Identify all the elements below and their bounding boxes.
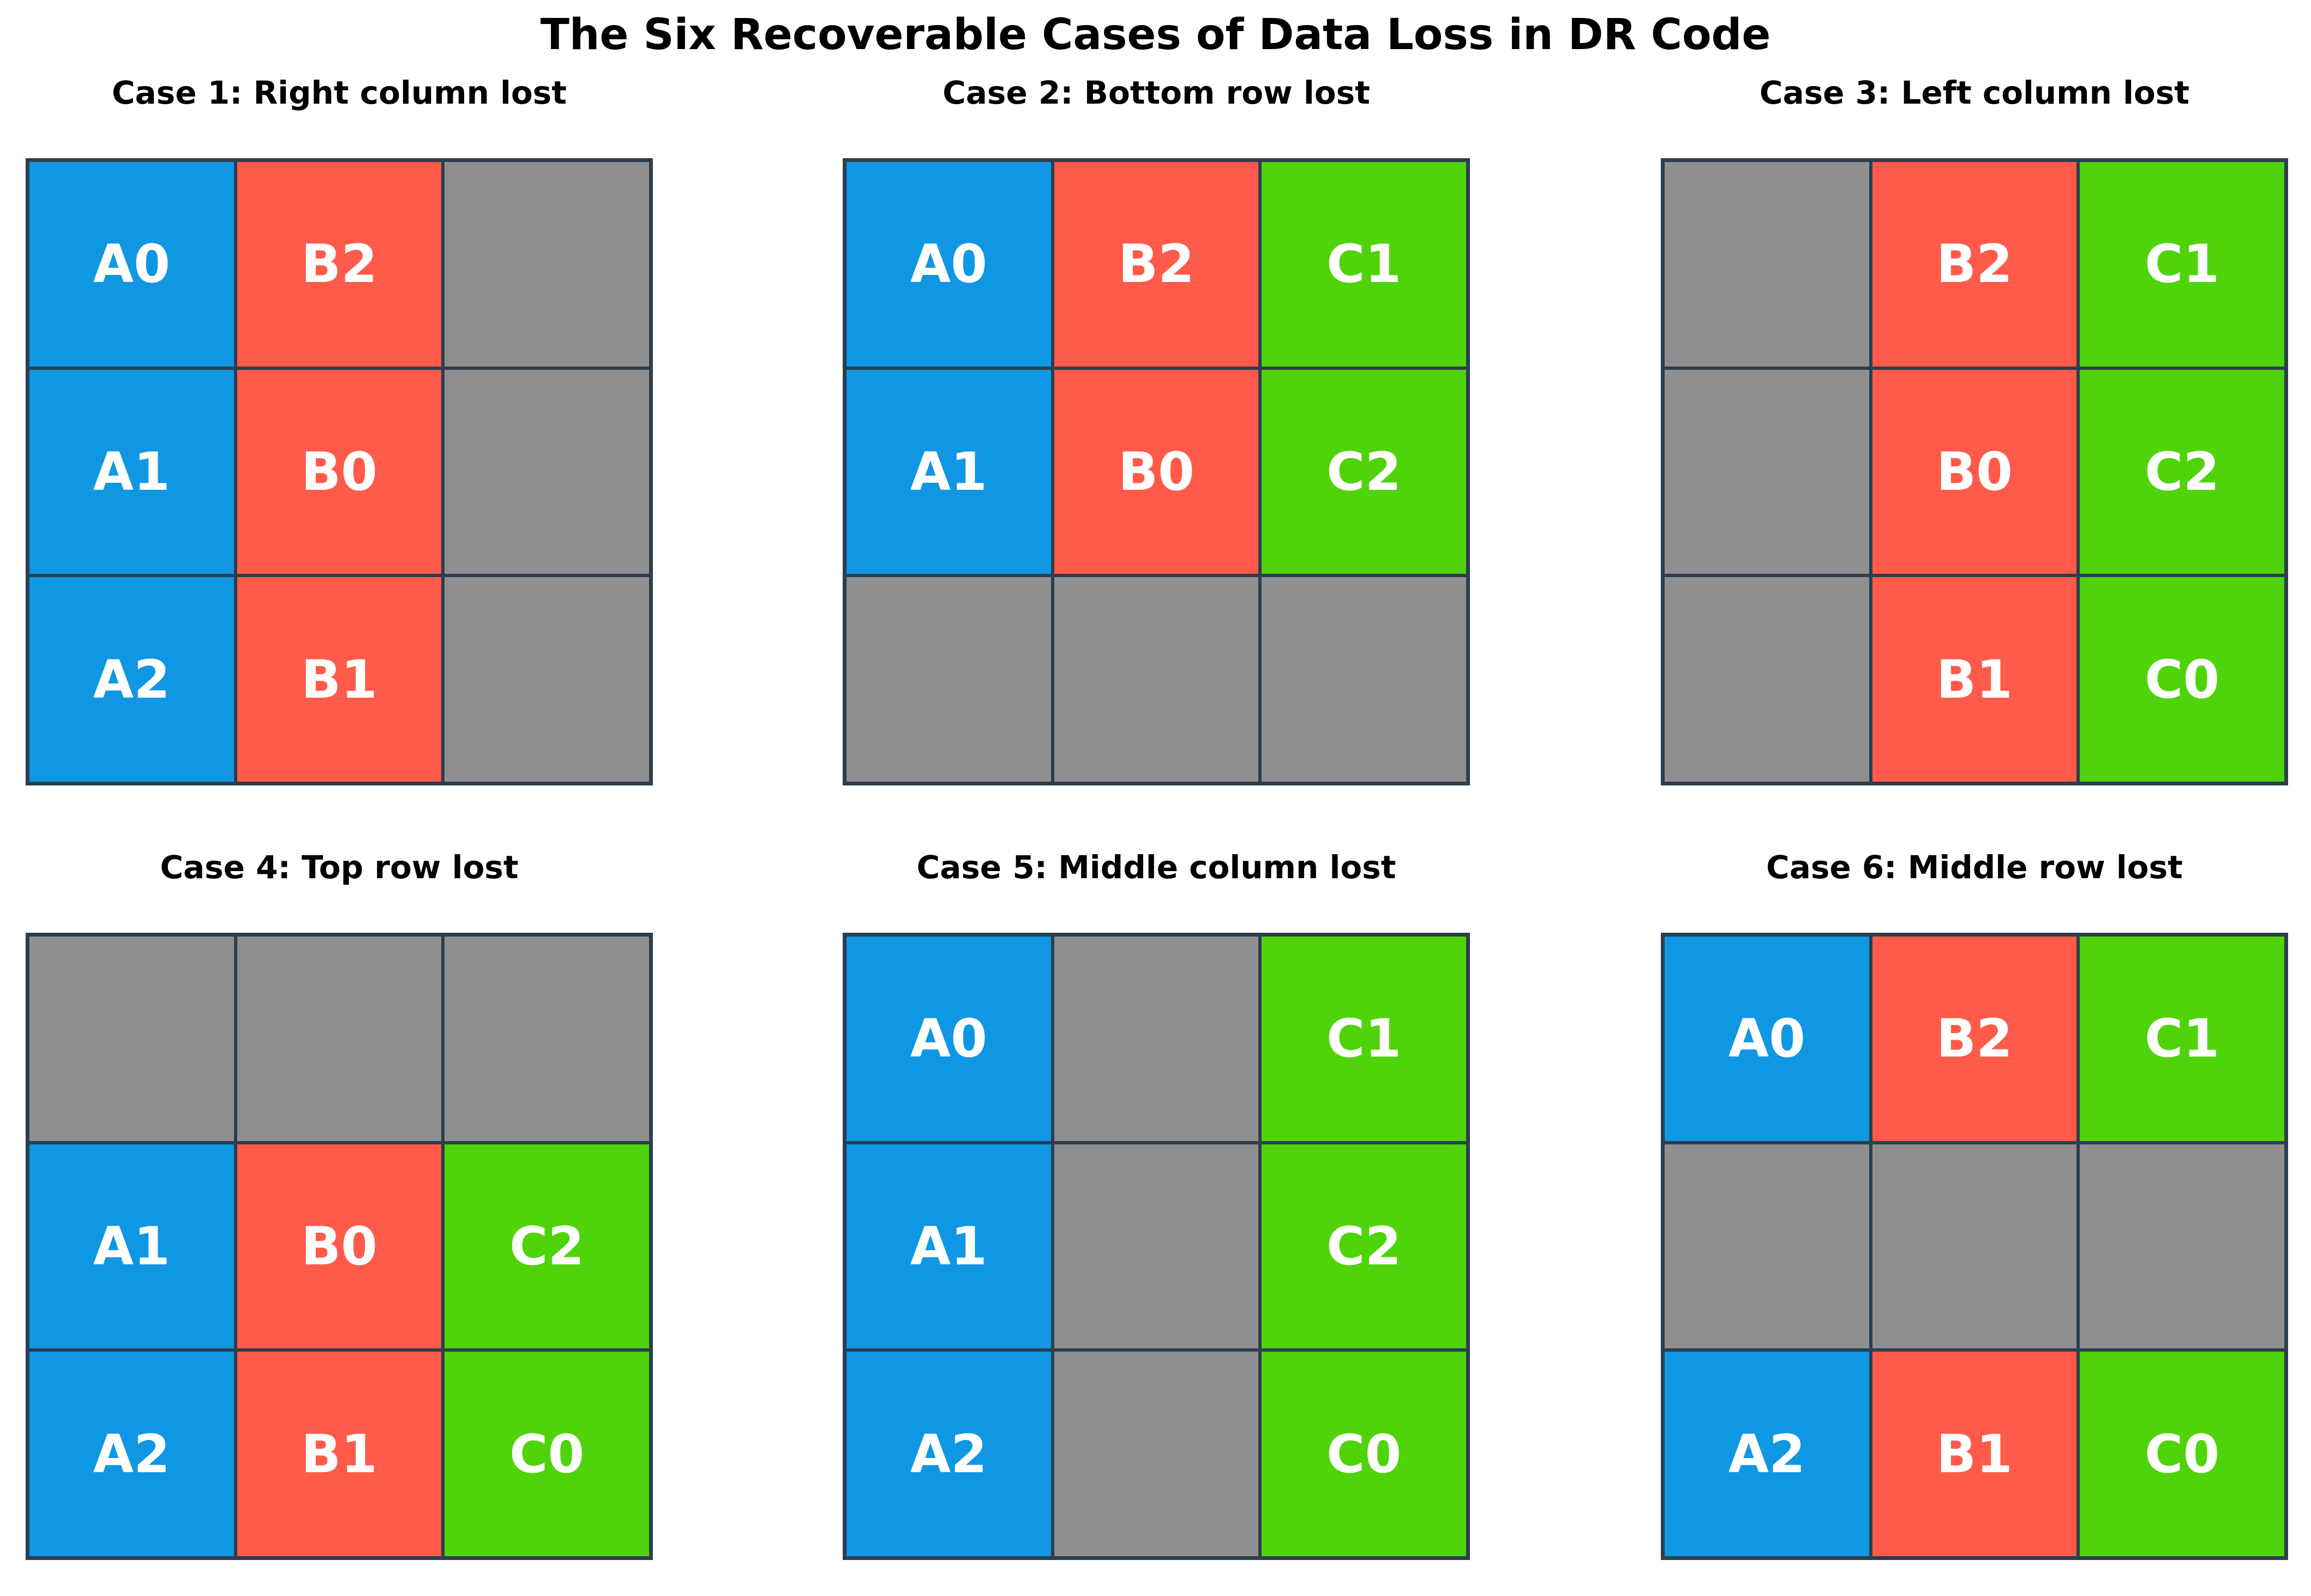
data-cell: C2 <box>443 1142 651 1351</box>
data-cell: C2 <box>2078 368 2286 576</box>
lost-cell <box>443 935 651 1143</box>
data-cell: A1 <box>28 1142 236 1351</box>
lost-cell <box>1052 575 1260 783</box>
data-cell: B1 <box>1870 575 2079 783</box>
data-cell: A1 <box>845 368 1053 576</box>
panel-title: Case 6: Middle row lost <box>1766 849 2183 886</box>
lost-cell <box>28 935 236 1143</box>
data-cell: A2 <box>1663 1350 1871 1558</box>
data-cell: C0 <box>2078 1350 2286 1558</box>
data-cell: B0 <box>1870 368 2079 576</box>
data-cell: A0 <box>1663 935 1871 1143</box>
panel-title: Case 3: Left column lost <box>1759 74 2190 111</box>
lost-cell <box>1052 1142 1260 1351</box>
data-cell: B1 <box>1870 1350 2079 1558</box>
data-cell: B2 <box>1052 160 1260 368</box>
data-cell: B0 <box>1052 368 1260 576</box>
lost-cell <box>845 575 1053 783</box>
data-cell: B1 <box>235 575 443 783</box>
lost-cell <box>443 160 651 368</box>
panel-title: Case 2: Bottom row lost <box>943 74 1370 111</box>
lost-cell <box>1052 935 1260 1143</box>
lost-cell <box>1052 1350 1260 1558</box>
data-cell: C0 <box>1260 1350 1468 1558</box>
lost-cell <box>443 368 651 576</box>
data-cell: B0 <box>235 1142 443 1351</box>
data-cell: A2 <box>28 1350 236 1558</box>
data-cell: B0 <box>235 368 443 576</box>
data-cell: C0 <box>443 1350 651 1558</box>
lost-cell <box>1663 368 1871 576</box>
data-cell: C1 <box>1260 160 1468 368</box>
lost-cell <box>443 575 651 783</box>
data-cell: C1 <box>1260 935 1468 1143</box>
panel-title: Case 1: Right column lost <box>111 74 567 111</box>
lost-cell <box>1663 160 1871 368</box>
data-cell: B2 <box>235 160 443 368</box>
lost-cell <box>2078 1142 2286 1351</box>
data-cell: A1 <box>28 368 236 576</box>
lost-cell <box>1663 575 1871 783</box>
data-cell: C1 <box>2078 935 2286 1143</box>
data-cell: A2 <box>28 575 236 783</box>
panel-title: Case 4: Top row lost <box>160 849 519 886</box>
lost-cell <box>235 935 443 1143</box>
data-cell: A0 <box>845 160 1053 368</box>
data-cell: B2 <box>1870 160 2079 368</box>
data-cell: A2 <box>845 1350 1053 1558</box>
data-cell: A0 <box>845 935 1053 1143</box>
data-cell: C2 <box>1260 368 1468 576</box>
figure-title: The Six Recoverable Cases of Data Loss i… <box>540 10 1771 59</box>
data-cell: C1 <box>2078 160 2286 368</box>
lost-cell <box>1663 1142 1871 1351</box>
data-cell: C0 <box>2078 575 2286 783</box>
data-cell: A1 <box>845 1142 1053 1351</box>
data-cell: B1 <box>235 1350 443 1558</box>
lost-cell <box>1260 575 1468 783</box>
data-cell: B2 <box>1870 935 2079 1143</box>
data-cell: C2 <box>1260 1142 1468 1351</box>
data-cell: A0 <box>28 160 236 368</box>
lost-cell <box>1870 1142 2079 1351</box>
panel-title: Case 5: Middle column lost <box>916 849 1396 886</box>
